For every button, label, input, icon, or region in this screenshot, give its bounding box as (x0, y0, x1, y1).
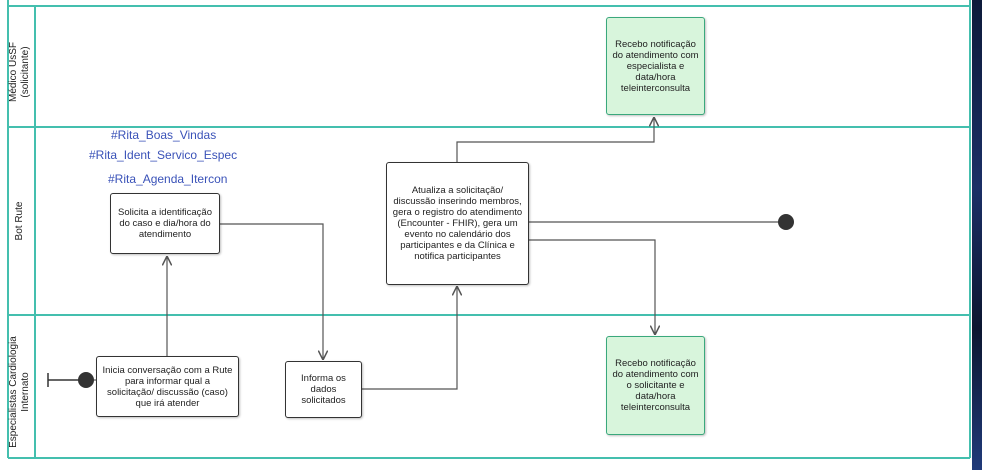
end-circle-icon[interactable] (778, 214, 794, 230)
pool-border (7, 0, 971, 459)
task-informa-dados[interactable]: Informa os dados solicitados (285, 361, 362, 418)
window-edge (972, 0, 982, 470)
sequence-flows (94, 118, 779, 390)
hashtag-boas-vindas: #Rita_Boas_Vindas (111, 128, 217, 142)
flow-atualiza-to-notify-medico (456, 118, 654, 162)
hashtag-agenda: #Rita_Agenda_Itercon (108, 172, 228, 186)
flow-solicita-to-informa (220, 223, 323, 359)
task-atualiza-solicitacao[interactable]: Atualiza a solicitação/ discussão inseri… (386, 162, 529, 285)
start-circle-icon[interactable] (78, 372, 94, 388)
hashtag-ident-servico: #Rita_Ident_Servico_Espec (89, 148, 238, 162)
task-solicita-identificacao[interactable]: Solicita a identificação do caso e dia/h… (110, 193, 220, 254)
lane-label-especialistas: Especialistas Cardiologia Internato (8, 336, 31, 448)
flow-informa-to-atualiza (362, 287, 457, 390)
flow-atualiza-to-notify-especialista (529, 239, 655, 334)
lane-label-bot: Bot Rute (14, 201, 25, 241)
task-notify-especialista[interactable]: Recebo notificação do atendimento com o … (606, 336, 705, 435)
task-inicia-conversacao[interactable]: Inicia conversação com a Rute para infor… (96, 356, 239, 417)
task-notify-medico[interactable]: Recebo notificação do atendimento com es… (606, 17, 705, 115)
lane-label-medico: Médico UsSF (solicitante) (8, 42, 31, 103)
